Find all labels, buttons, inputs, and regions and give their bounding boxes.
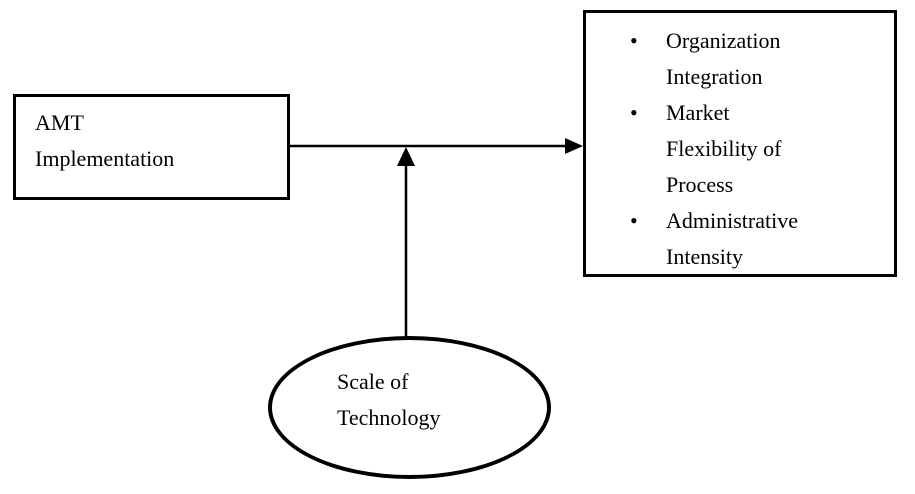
list-item-line: Flexibility of — [666, 136, 782, 161]
list-item-organization-integration: • Organization Integration — [630, 23, 798, 95]
scale-of-technology-label-line1: Scale of — [337, 369, 409, 394]
moderator-arrow — [397, 147, 415, 338]
list-item-text: Market Flexibility of Process — [666, 95, 782, 203]
outcomes-bullet-list: • Organization Integration • Market Flex… — [630, 23, 798, 275]
outcomes-box: • Organization Integration • Market Flex… — [583, 10, 897, 277]
amt-implementation-label-line1: AMT — [35, 110, 84, 135]
amt-implementation-box: AMT Implementation — [13, 94, 290, 200]
amt-implementation-label-line2: Implementation — [35, 146, 175, 171]
scale-of-technology-label-line2: Technology — [337, 405, 441, 430]
list-item-administrative-intensity: • Administrative Intensity — [630, 203, 798, 275]
bullet-icon: • — [630, 100, 638, 125]
list-item-line: Intensity — [666, 244, 743, 269]
list-item-market-flexibility: • Market Flexibility of Process — [630, 95, 798, 203]
list-item-text: Administrative Intensity — [666, 203, 798, 275]
bullet-icon: • — [630, 208, 638, 233]
horizontal-arrow — [290, 138, 583, 154]
list-item-line: Integration — [666, 64, 763, 89]
bullet-icon: • — [630, 28, 638, 53]
list-item-line: Administrative — [666, 208, 798, 233]
scale-of-technology-ellipse: Scale of Technology — [268, 336, 551, 479]
amt-implementation-label: AMT Implementation — [35, 105, 174, 177]
scale-of-technology-label: Scale of Technology — [337, 364, 441, 436]
list-item-text: Organization Integration — [666, 23, 780, 95]
list-item-line: Process — [666, 172, 734, 197]
list-item-line: Organization — [666, 28, 781, 53]
list-item-line: Market — [666, 100, 730, 125]
